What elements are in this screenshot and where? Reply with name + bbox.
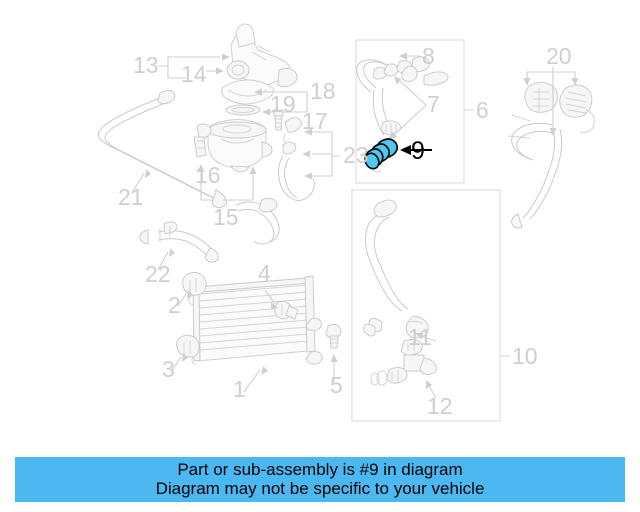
- callout-line-primary: Part or sub-assembly is #9 in diagram: [177, 460, 463, 480]
- part-radiator-bracket-upper: [182, 271, 207, 296]
- leader-13: [158, 53, 230, 79]
- part-coolant-hose-connector-highlighted: [364, 138, 432, 173]
- part-lower-hose: [235, 197, 280, 245]
- leader-7: [388, 76, 427, 140]
- part-label-1: 1: [233, 376, 246, 402]
- leader-23: [302, 128, 340, 180]
- leader-8: [399, 52, 420, 60]
- leader-2: [177, 290, 193, 307]
- part-label-16: 16: [195, 162, 221, 188]
- part-thermostat-housing: [226, 23, 298, 88]
- part-label-18: 18: [310, 78, 336, 104]
- part-label-14: 14: [181, 61, 207, 87]
- part-lower-hose-assembly-10: [362, 199, 437, 386]
- part-label-21: 21: [118, 184, 144, 210]
- leader-14: [206, 67, 224, 75]
- part-drain-plug: [274, 300, 299, 320]
- part-label-8: 8: [422, 43, 435, 69]
- part-callout-banner: Part or sub-assembly is #9 in diagram Di…: [15, 457, 625, 502]
- part-tank-bracket: [193, 123, 212, 158]
- part-radiator-bracket-lower: [176, 334, 200, 358]
- part-upper-hose-7: [356, 56, 449, 136]
- part-cap-seal: [225, 104, 261, 116]
- part-label-19: 19: [270, 91, 296, 117]
- part-mounting-bolt: [273, 109, 284, 131]
- part-long-coolant-line: [97, 90, 227, 208]
- leader-21: [131, 169, 151, 194]
- part-sensor-connector-set: [507, 81, 595, 229]
- part-number-labels: 1 2 3 4 5 6 7 8 9 10 11 12 13 14 15 16 1…: [118, 43, 572, 419]
- part-coolant-pipe: [139, 221, 219, 263]
- part-label-13: 13: [133, 52, 159, 78]
- part-label-10: 10: [512, 343, 538, 369]
- part-label-20: 20: [546, 43, 572, 69]
- callout-line-secondary: Diagram may not be specific to your vehi…: [155, 478, 485, 498]
- leader-3: [171, 353, 188, 371]
- part-label-11: 11: [408, 324, 432, 350]
- leader-1: [243, 366, 268, 393]
- part-label-15: 15: [213, 204, 239, 230]
- part-label-17: 17: [302, 108, 328, 134]
- sub-assembly-box-6: [355, 39, 474, 184]
- leader-22: [157, 248, 175, 271]
- leader-5: [330, 354, 338, 382]
- part-radiator: [188, 275, 323, 366]
- part-label-2: 2: [168, 292, 181, 318]
- part-vent-hose-set: [278, 117, 315, 202]
- leader-18: [254, 88, 308, 113]
- part-radiator-fitting: [325, 323, 342, 349]
- part-label-12: 12: [427, 393, 453, 419]
- part-label-5: 5: [330, 372, 343, 398]
- part-label-23: 23: [343, 142, 369, 168]
- part-label-22: 22: [145, 261, 171, 287]
- part-label-6: 6: [476, 97, 489, 123]
- part-label-3: 3: [162, 356, 175, 382]
- part-label-7: 7: [427, 91, 440, 117]
- leader-20: [523, 67, 579, 136]
- leader-11: [415, 333, 437, 342]
- part-label-4: 4: [258, 260, 271, 286]
- leader-12: [426, 380, 437, 399]
- sub-assembly-box-10: [351, 189, 510, 422]
- leader-4: [264, 289, 278, 309]
- part-label-9: 9: [411, 137, 425, 165]
- part-expansion-tank: [207, 119, 273, 173]
